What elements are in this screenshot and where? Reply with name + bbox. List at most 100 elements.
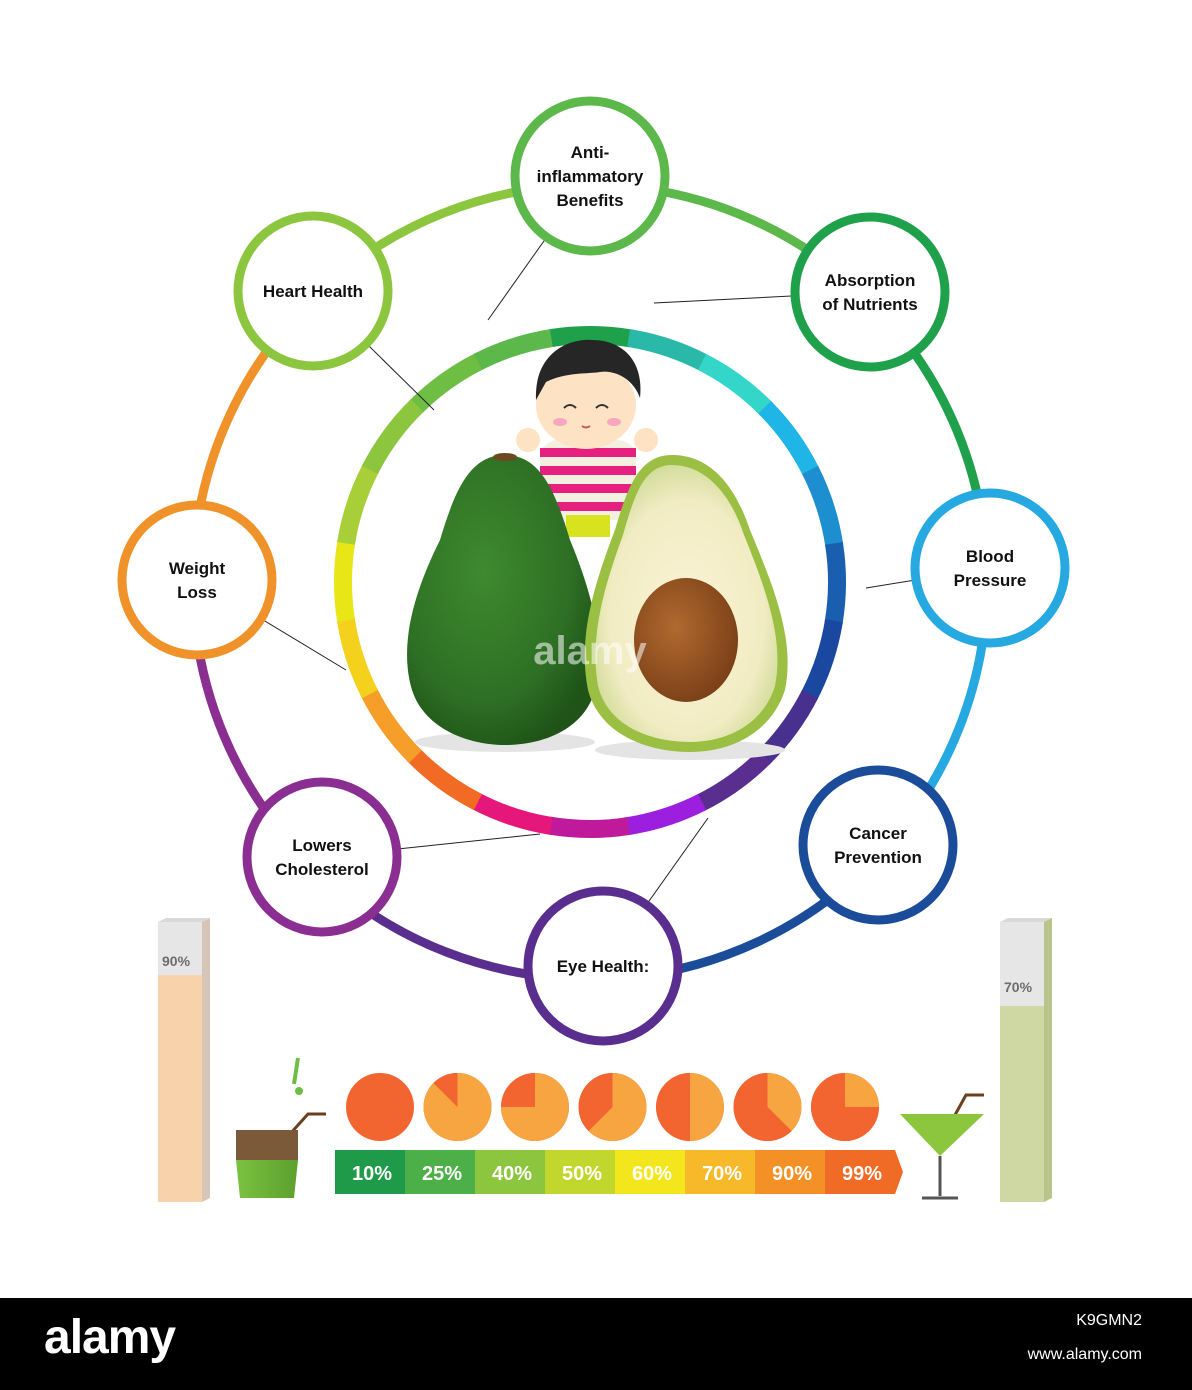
benefit-ring bbox=[910, 488, 1070, 648]
color-wheel-segment bbox=[336, 616, 378, 699]
percent-step-label: 99% bbox=[842, 1163, 882, 1185]
percent-step: 25% bbox=[405, 1150, 483, 1194]
color-wheel-segment bbox=[360, 687, 422, 764]
color-wheel-segment bbox=[824, 541, 846, 625]
percent-step: 40% bbox=[475, 1150, 553, 1194]
watermark-text: alamy bbox=[533, 629, 647, 673]
percent-step: 70% bbox=[685, 1150, 763, 1194]
right-bar-label: 70% bbox=[1004, 979, 1033, 995]
benefit-ring bbox=[510, 96, 670, 256]
footer-image-id: K9GMN2 bbox=[1076, 1312, 1142, 1329]
percent-step-shape bbox=[405, 1150, 483, 1194]
percent-step-label: 10% bbox=[352, 1163, 392, 1185]
color-wheel-segment bbox=[627, 329, 709, 372]
color-wheel-segment bbox=[758, 400, 820, 477]
percent-step-label: 70% bbox=[702, 1163, 742, 1185]
pie-row bbox=[346, 1073, 879, 1141]
color-wheel-segment bbox=[407, 748, 483, 811]
pie-chart bbox=[733, 1073, 802, 1141]
center-illustration: alamy bbox=[407, 339, 788, 760]
pie-chart bbox=[501, 1073, 569, 1141]
color-wheel-segment bbox=[624, 794, 707, 836]
avocado-pit bbox=[634, 578, 738, 702]
footer-url: www.alamy.com bbox=[1027, 1346, 1142, 1363]
whole-avocado bbox=[407, 455, 599, 745]
percent-step-shape bbox=[335, 1150, 413, 1194]
pie-base bbox=[346, 1073, 414, 1141]
percent-step-shape bbox=[545, 1150, 623, 1194]
left-bar-label: 90% bbox=[162, 953, 191, 969]
color-wheel-segment bbox=[802, 465, 844, 548]
benefit-ring bbox=[790, 212, 950, 372]
percent-step-label: 60% bbox=[632, 1163, 672, 1185]
percent-step-shape bbox=[755, 1150, 833, 1194]
benefit-label: Eye Health: bbox=[557, 957, 650, 976]
percent-step-shape bbox=[685, 1150, 763, 1194]
pie-slice bbox=[656, 1073, 690, 1141]
percent-step: 10% bbox=[335, 1150, 413, 1194]
percent-step: 60% bbox=[615, 1150, 693, 1194]
percent-step-label: 25% bbox=[422, 1163, 462, 1185]
pie-slice bbox=[501, 1073, 535, 1107]
color-wheel-segment bbox=[334, 539, 356, 623]
color-wheel-segment bbox=[800, 619, 843, 701]
percent-step: 99% bbox=[825, 1150, 903, 1194]
percent-step: 50% bbox=[545, 1150, 623, 1194]
color-wheel-segment bbox=[337, 463, 380, 545]
benefit-ring bbox=[233, 211, 393, 371]
pie-slice bbox=[767, 1073, 802, 1132]
percent-step-shape bbox=[825, 1150, 903, 1194]
benefit-ring bbox=[523, 886, 683, 1046]
pie-chart bbox=[423, 1073, 492, 1141]
benefit-circle: Eye Health: bbox=[523, 886, 683, 1046]
color-wheel-segment bbox=[408, 352, 485, 414]
right-bar-fill bbox=[1000, 1006, 1044, 1202]
benefit-label: Heart Health bbox=[263, 282, 363, 301]
right-level-bar: 70% bbox=[1000, 918, 1052, 1202]
pie-chart bbox=[656, 1073, 724, 1141]
left-level-bar: 90% bbox=[158, 918, 210, 1202]
percent-step-label: 40% bbox=[492, 1163, 532, 1185]
boy-illustration bbox=[516, 339, 658, 537]
color-wheel-segment bbox=[473, 328, 556, 370]
percent-step-label: 50% bbox=[562, 1163, 602, 1185]
pie-slice bbox=[845, 1073, 879, 1107]
pie-slice bbox=[690, 1073, 724, 1141]
percent-step-label: 90% bbox=[772, 1163, 812, 1185]
inner-color-wheel bbox=[334, 326, 846, 838]
pie-slice bbox=[588, 1073, 647, 1141]
pie-slice bbox=[578, 1073, 613, 1132]
pie-chart bbox=[346, 1073, 414, 1141]
color-wheel-segment bbox=[549, 326, 633, 348]
color-wheel-segment bbox=[361, 399, 424, 475]
drink-cup-icon bbox=[236, 1057, 326, 1198]
color-wheel-segment bbox=[547, 816, 631, 838]
footer-brand: alamy bbox=[44, 1311, 176, 1364]
benefit-circle: Heart Health bbox=[233, 211, 393, 371]
color-wheel-segment bbox=[695, 750, 772, 812]
benefit-ring bbox=[798, 765, 958, 925]
benefit-ring bbox=[117, 500, 277, 660]
footer-bar: alamy K9GMN2 www.alamy.com bbox=[0, 1298, 1192, 1390]
pie-chart bbox=[811, 1073, 879, 1141]
martini-glass-icon bbox=[900, 1093, 984, 1200]
percent-step: 90% bbox=[755, 1150, 833, 1194]
left-bar-fill bbox=[158, 975, 202, 1202]
color-wheel-segment bbox=[697, 353, 773, 416]
percent-step-shape bbox=[615, 1150, 693, 1194]
pie-slice bbox=[733, 1073, 792, 1141]
